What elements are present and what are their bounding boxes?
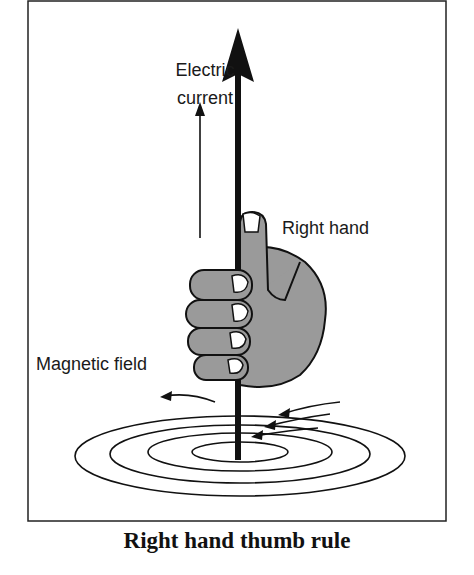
finger-nail xyxy=(232,275,248,292)
finger-nail xyxy=(228,359,243,374)
arrowhead xyxy=(278,408,290,418)
finger xyxy=(190,270,252,300)
finger xyxy=(194,355,248,380)
field-arrow xyxy=(268,414,330,426)
finger xyxy=(188,328,250,355)
right-hand xyxy=(186,212,326,387)
diagram-label: Right hand xyxy=(282,214,402,242)
field-arrow xyxy=(165,395,215,402)
field-arrowheads xyxy=(160,391,290,440)
finger-nail xyxy=(230,332,246,348)
field-arrows xyxy=(165,395,340,436)
current-wire xyxy=(235,385,241,460)
field-arrow xyxy=(255,428,318,436)
finger xyxy=(186,300,252,328)
arrowhead xyxy=(160,391,172,401)
diagram-label: Electric current xyxy=(160,56,250,112)
field-arrow xyxy=(282,402,340,414)
finger-nail xyxy=(232,304,248,321)
arrowhead xyxy=(264,420,276,430)
figure-caption: Right hand thumb rule xyxy=(28,528,446,554)
current-arrow xyxy=(199,112,201,238)
diagram-label: Magnetic field xyxy=(36,350,196,378)
thumb-nail xyxy=(243,212,260,232)
frame xyxy=(28,1,446,521)
arrowhead xyxy=(251,430,263,440)
